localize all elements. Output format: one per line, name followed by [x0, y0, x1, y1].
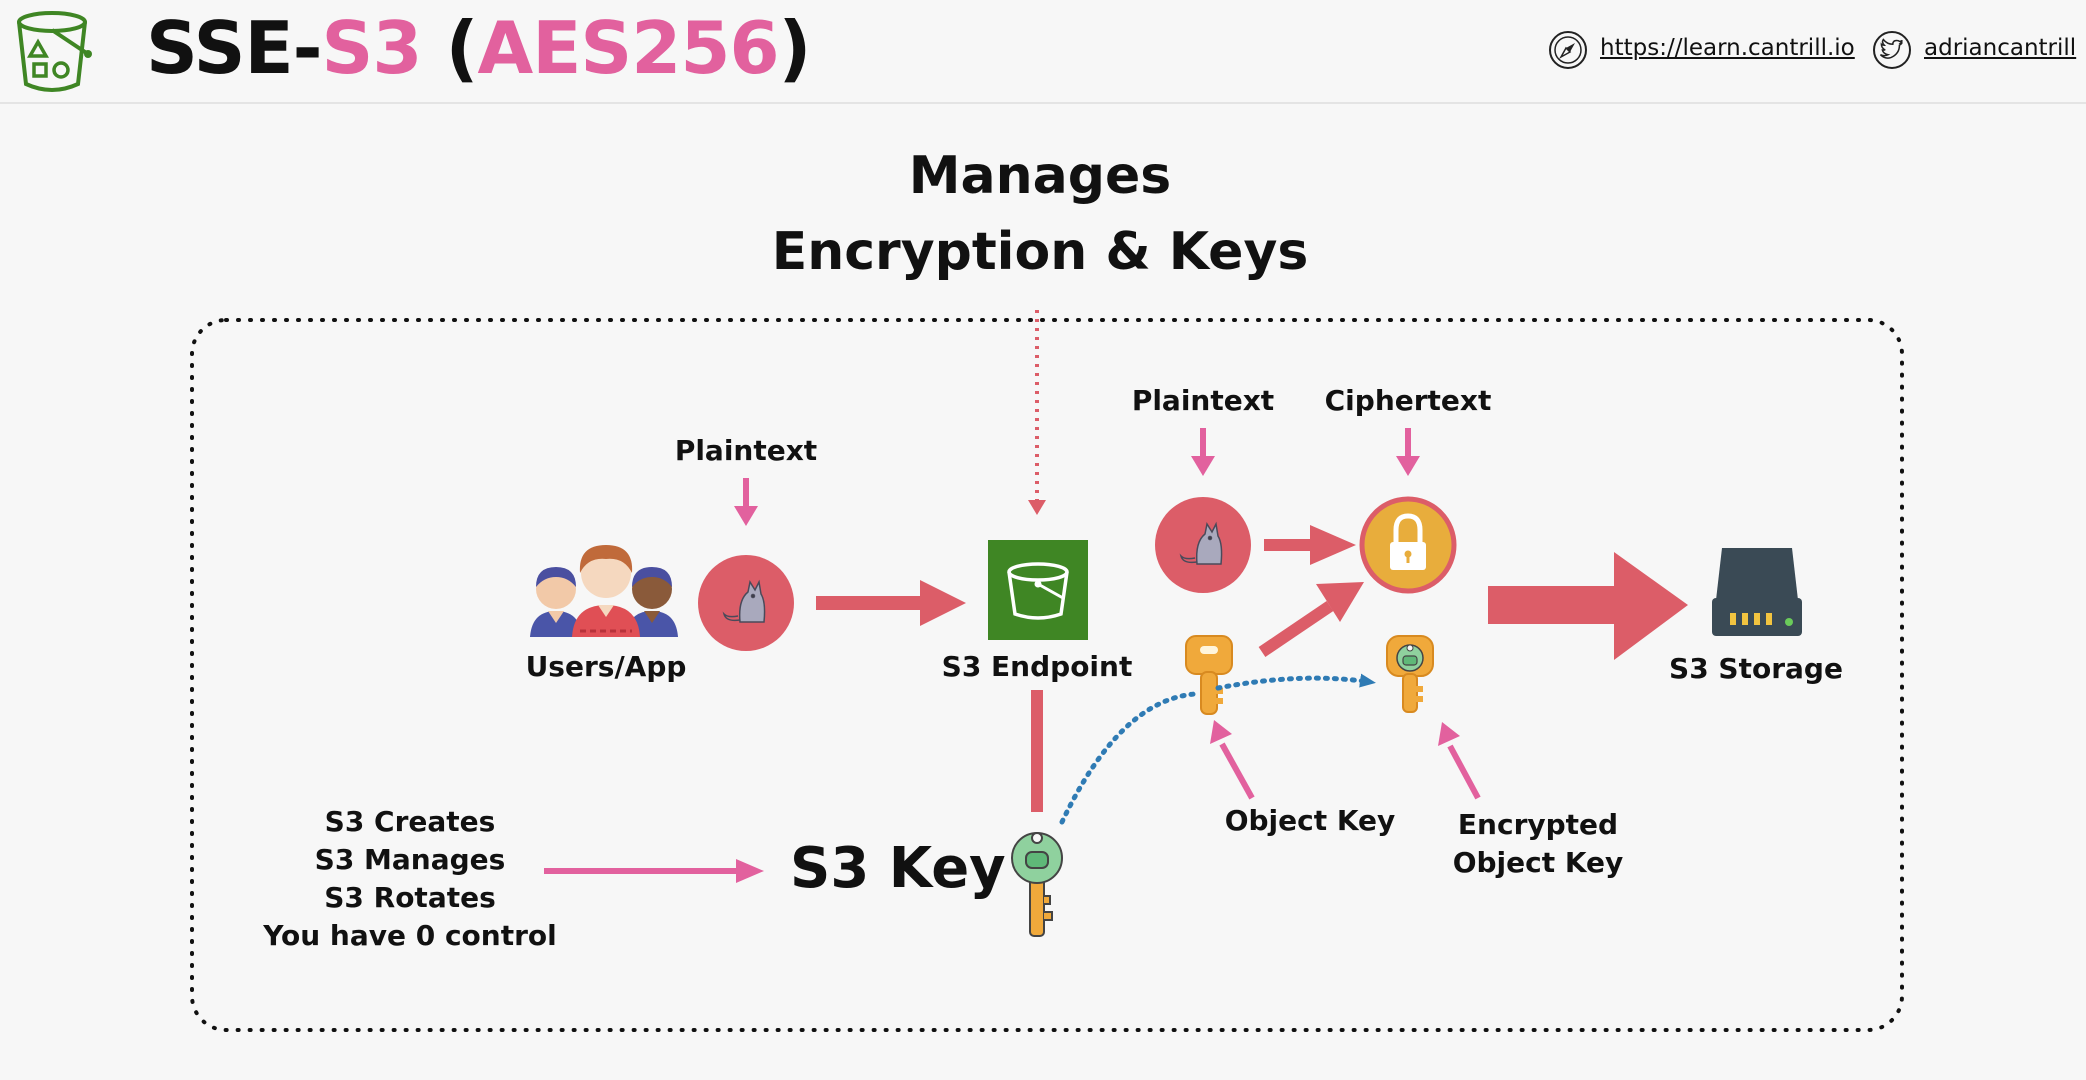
- users-group-icon: [530, 545, 678, 637]
- diagram-heading-line2: Encryption & Keys: [771, 222, 1309, 282]
- s3-storage-label: S3 Storage: [1669, 652, 1843, 685]
- header-bar: SSE-S3 (AES256) https://learn.cantrill.i…: [0, 0, 2086, 104]
- encrypted-object-key-label-line1: Encrypted: [1457, 808, 1619, 841]
- hard-drive-icon: [1712, 548, 1802, 636]
- cat-icon-left: [698, 555, 794, 651]
- s3-bucket-logo-icon: [17, 11, 92, 92]
- twitter-link[interactable]: adriancantrill: [1924, 35, 2077, 61]
- title-aes256: AES256: [477, 6, 779, 90]
- cat-icon-right: [1155, 497, 1251, 593]
- title-close-paren: ): [778, 6, 812, 90]
- responsibility-rotates: S3 Rotates: [324, 881, 496, 914]
- object-key-orange-key-icon: [1185, 635, 1233, 715]
- title-open-paren: (: [421, 6, 479, 90]
- s3-key-green-key-icon: [1011, 832, 1063, 937]
- responsibility-creates: S3 Creates: [324, 805, 496, 838]
- title-prefix: SSE-: [146, 6, 323, 90]
- responsibility-manages: S3 Manages: [314, 843, 506, 876]
- encrypted-object-key-icon: [1386, 635, 1434, 713]
- s3-responsibilities-list: S3 Creates S3 Manages S3 Rotates You hav…: [260, 803, 560, 955]
- encrypted-object-key-label-line2: Object Key: [1452, 846, 1624, 879]
- bucket-icon: [988, 540, 1088, 640]
- object-key-label: Object Key: [1224, 804, 1396, 837]
- users-app-label: Users/App: [525, 650, 687, 683]
- ciphertext-label: Ciphertext: [1324, 384, 1492, 417]
- object-key-dotted-arrow: [1215, 673, 1376, 691]
- plaintext-label-right: Plaintext: [1131, 384, 1275, 417]
- compass-icon: [1549, 31, 1587, 69]
- plaintext-label-left: Plaintext: [674, 434, 818, 467]
- diagram-heading-line1: Manages: [908, 146, 1172, 206]
- title-s3: S3: [321, 6, 423, 90]
- s3-key-dotted-curve: [1059, 691, 1198, 825]
- page-title: SSE-S3 (AES256): [146, 6, 812, 90]
- responsibility-no-control: You have 0 control: [263, 919, 557, 952]
- lock-icon: [1359, 496, 1457, 594]
- s3-boundary-box: [190, 318, 1904, 1032]
- s3-endpoint-label: S3 Endpoint: [941, 650, 1133, 683]
- s3-key-label: S3 Key: [790, 836, 1006, 901]
- twitter-bird-icon: [1873, 31, 1911, 69]
- website-link[interactable]: https://learn.cantrill.io: [1600, 35, 1855, 61]
